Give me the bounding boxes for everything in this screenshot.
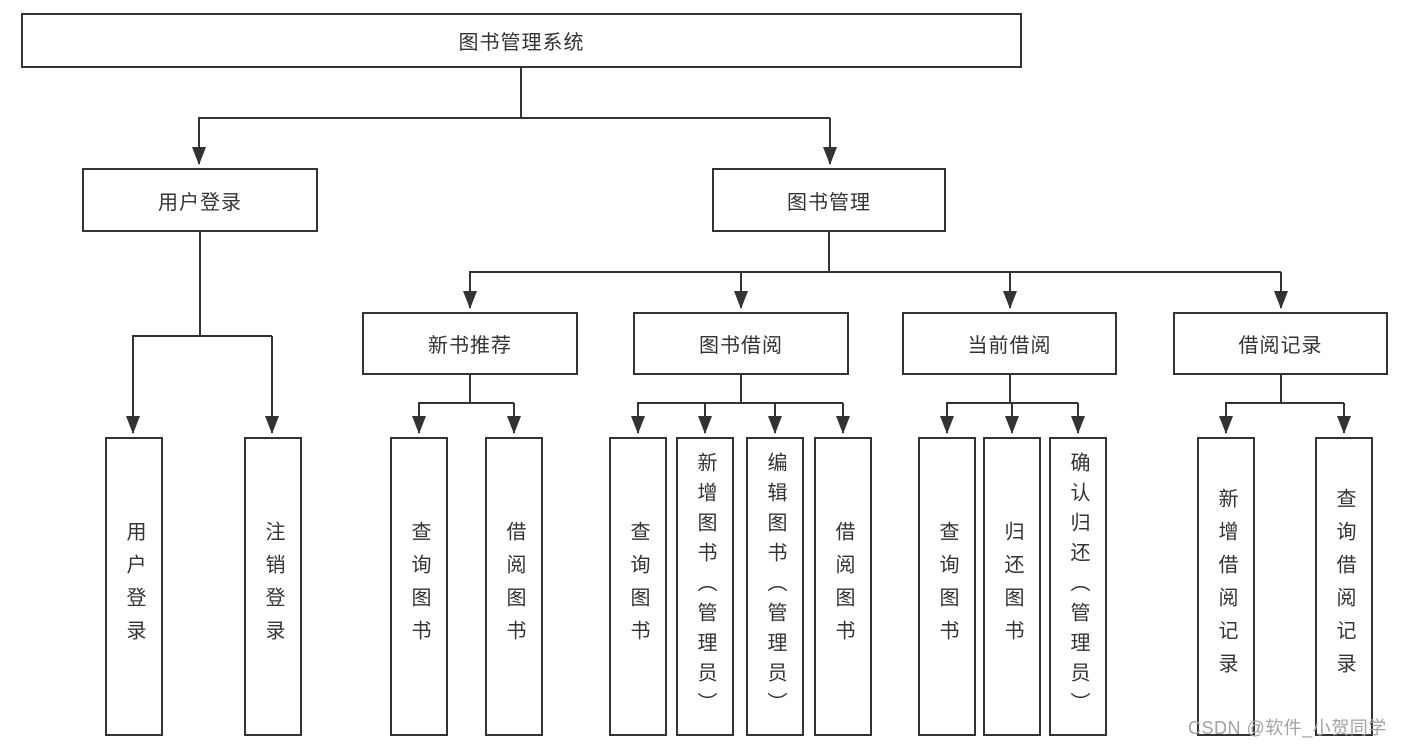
node-label: 借阅记录 [1238, 335, 1323, 357]
leaf-add-book-admin: 新增图书（管理员） [676, 437, 734, 736]
node-user-login: 用户登录 [82, 168, 318, 232]
node-new-book-recommend: 新书推荐 [362, 312, 578, 375]
leaf-return-book: 归还图书 [983, 437, 1041, 736]
leaf-label: 确认归还（管理员） [1067, 451, 1089, 722]
leaf-label: 用户登录 [123, 520, 145, 653]
leaf-label: 注销登录 [262, 520, 284, 653]
leaf-label: 编辑图书（管理员） [764, 451, 786, 722]
leaf-logout: 注销登录 [244, 437, 302, 736]
leaf-label: 查询图书 [408, 520, 430, 653]
leaf-query-books-recommend: 查询图书 [390, 437, 448, 736]
node-label: 图书管理 [787, 191, 871, 214]
node-label: 当前借阅 [967, 335, 1052, 357]
leaf-label: 查询借阅记录 [1333, 487, 1355, 686]
leaf-label: 借阅图书 [832, 520, 854, 653]
node-label: 新书推荐 [428, 335, 512, 357]
node-label: 图书管理系统 [458, 32, 585, 54]
leaf-label: 归还图书 [1001, 520, 1023, 653]
node-label: 用户登录 [158, 191, 242, 214]
leaf-query-books-borrow: 查询图书 [609, 437, 667, 736]
csdn-watermark: CSDN @软件_小贺同学 [1188, 718, 1387, 738]
leaf-label: 查询图书 [627, 520, 649, 653]
leaf-add-borrow-record: 新增借阅记录 [1197, 437, 1255, 736]
leaf-query-borrow-record: 查询借阅记录 [1315, 437, 1373, 736]
node-book-borrow: 图书借阅 [633, 312, 849, 375]
leaf-confirm-return-admin: 确认归还（管理员） [1049, 437, 1107, 736]
node-borrow-records: 借阅记录 [1173, 312, 1388, 375]
node-book-management: 图书管理 [712, 168, 946, 232]
node-label: 图书借阅 [699, 335, 783, 357]
leaf-label: 新增借阅记录 [1215, 487, 1237, 686]
leaf-user-login: 用户登录 [105, 437, 163, 736]
connector-segments [126, 67, 1351, 434]
leaf-label: 查询图书 [936, 520, 958, 653]
leaf-label: 新增图书（管理员） [694, 451, 716, 722]
leaf-borrow-books-recommend: 借阅图书 [485, 437, 543, 736]
leaf-edit-book-admin: 编辑图书（管理员） [746, 437, 804, 736]
leaf-label: 借阅图书 [503, 520, 525, 653]
leaf-query-books-current: 查询图书 [918, 437, 976, 736]
node-library-management-system: 图书管理系统 [21, 13, 1022, 68]
node-current-borrow: 当前借阅 [902, 312, 1117, 375]
leaf-borrow-books-borrow: 借阅图书 [814, 437, 872, 736]
